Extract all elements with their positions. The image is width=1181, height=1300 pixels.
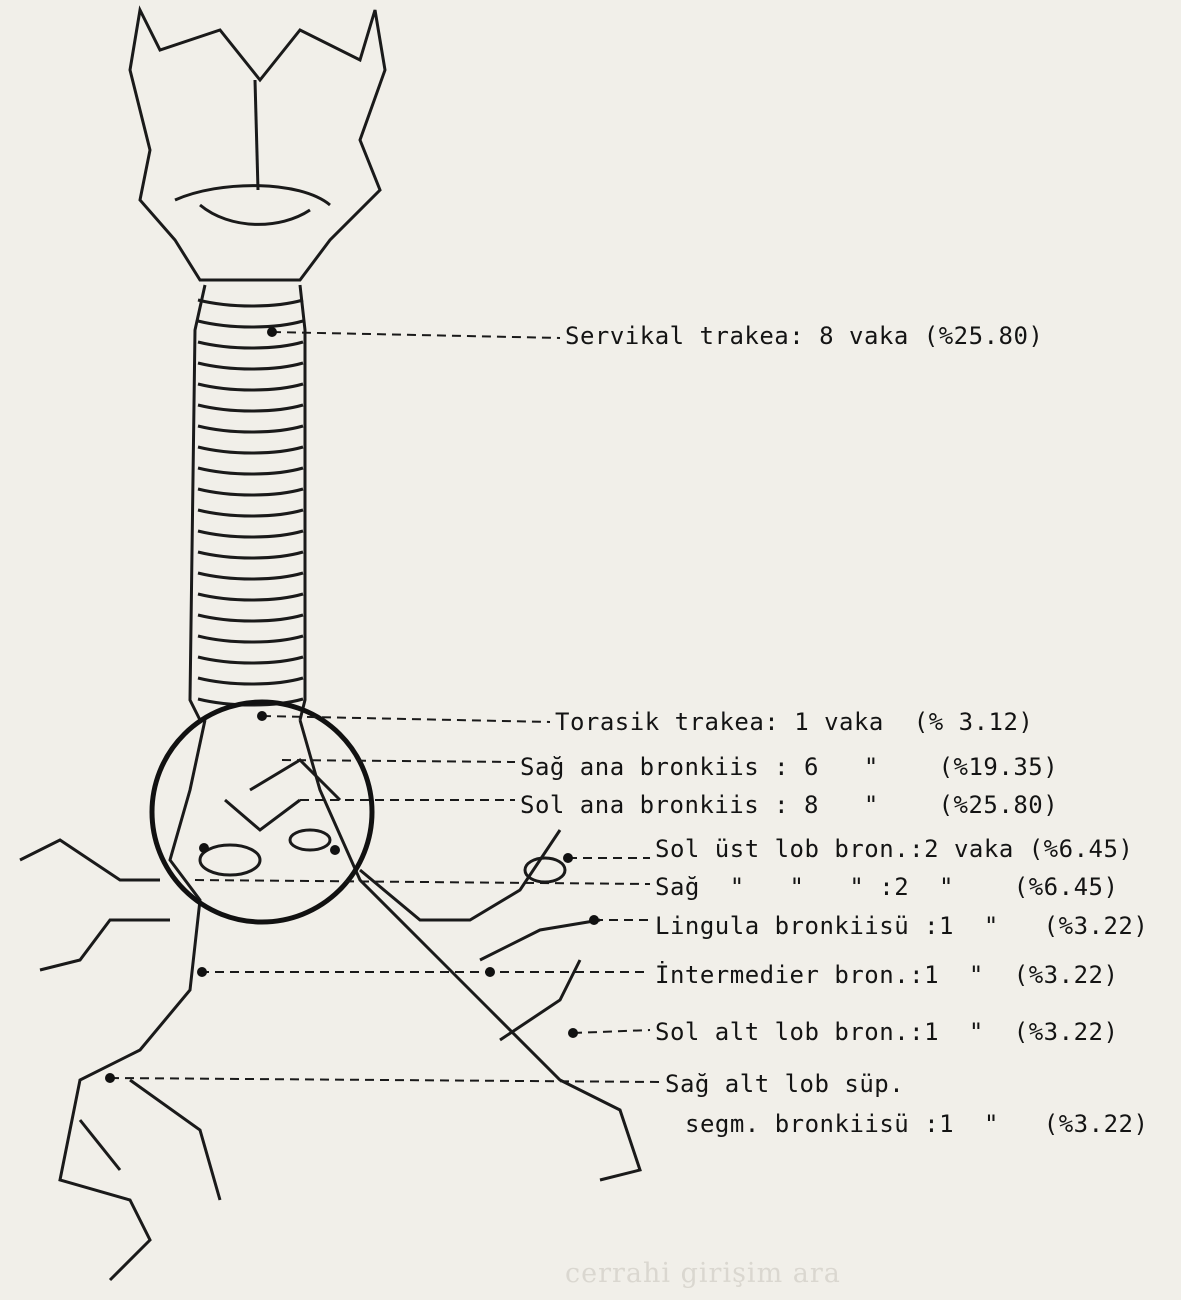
bleed-through-text: cerrahi girişim ara — [565, 1258, 841, 1289]
marker-dots — [105, 327, 599, 1083]
larynx-drawing — [130, 10, 385, 280]
tracheal-ring — [198, 552, 303, 558]
tracheal-ring — [198, 573, 303, 579]
tracheal-ring — [198, 426, 303, 432]
tracheal-ring — [198, 384, 303, 390]
tracheal-ring — [198, 531, 303, 537]
tracheal-ring — [198, 363, 303, 369]
tracheal-ring — [198, 510, 303, 516]
tracheal-ring — [198, 636, 303, 642]
tracheal-ring — [198, 489, 303, 495]
label-lingula: Lingula bronkiisü :1 " (%3.22) — [655, 912, 1148, 940]
tracheal-ring — [198, 300, 303, 306]
tracheal-ring — [198, 405, 303, 411]
label-sol-ana-bronkus: Sol ana bronkiis : 8 " (%25.80) — [520, 791, 1058, 819]
tracheal-ring — [198, 321, 303, 327]
tracheal-ring — [198, 657, 303, 663]
label-sag-alt-lob-2: segm. bronkiisü :1 " (%3.22) — [685, 1110, 1148, 1138]
label-intermedier: İntermedier bron.:1 " (%3.22) — [655, 961, 1118, 989]
tracheal-ring — [198, 468, 303, 474]
tracheal-ring — [198, 615, 303, 621]
label-sag-ana-bronkus: Sağ ana bronkiis : 6 " (%19.35) — [520, 753, 1058, 781]
label-sol-alt-lob: Sol alt lob bron.:1 " (%3.22) — [655, 1018, 1118, 1046]
label-sol-ust-lob: Sol üst lob bron.:2 vaka (%6.45) — [655, 835, 1133, 863]
label-sag-alt-lob-1: Sağ alt lob süp. — [665, 1070, 904, 1098]
tracheal-ring — [198, 594, 303, 600]
tracheal-ring — [198, 447, 303, 453]
label-servikal-trakea: Servikal trakea: 8 vaka (%25.80) — [565, 322, 1043, 350]
trachea-drawing — [190, 285, 305, 720]
tracheal-ring — [198, 678, 303, 684]
tracheal-ring — [198, 342, 303, 348]
label-sag-ust-lob: Sağ " " " :2 " (%6.45) — [655, 873, 1118, 901]
label-torasik-trakea: Torasik trakea: 1 vaka (% 3.12) — [555, 708, 1033, 736]
